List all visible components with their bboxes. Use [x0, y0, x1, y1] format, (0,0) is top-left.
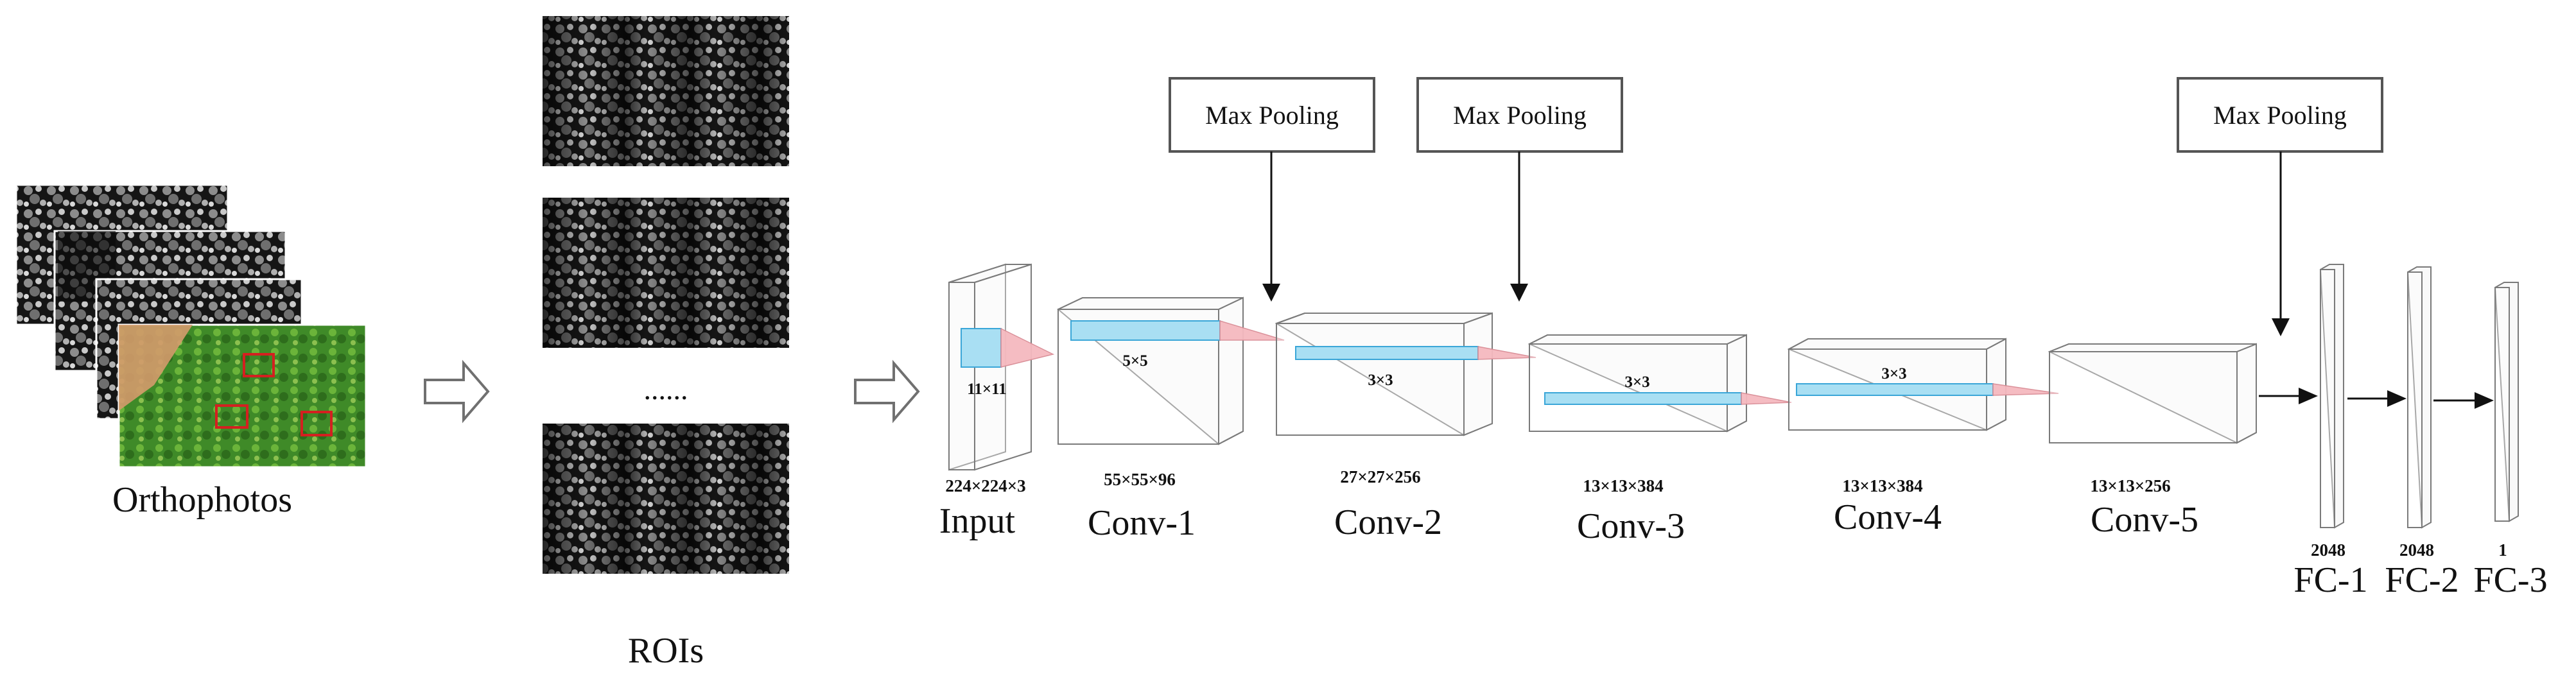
- conv1-kernel: [1070, 320, 1221, 341]
- roi-column: ...... ROIs: [543, 16, 789, 671]
- orthophoto-bare-patch: [119, 325, 193, 411]
- orthophoto-stack: Orthophotos: [15, 184, 367, 520]
- conv3-kernel-size: 3×3: [1624, 374, 1649, 391]
- conv2-cone: [1477, 346, 1536, 360]
- conv3-cone: [1741, 392, 1792, 405]
- input-volume: 11×11 224×224×3 Input: [939, 263, 1055, 541]
- fc3-label: FC-3: [2473, 560, 2547, 600]
- conv4-kernel: [1796, 383, 1994, 396]
- fc-arrows: [2259, 388, 2494, 409]
- conv1-cone: [1219, 320, 1285, 341]
- input-dims: 224×224×3: [945, 476, 1025, 495]
- input-kernel: [961, 328, 1002, 368]
- conv1-kernel-size: 5×5: [1122, 352, 1147, 370]
- roi-image-3-bands: [543, 424, 789, 574]
- conv1-dims: 55×55×96: [1104, 470, 1176, 489]
- pool-1-arrowhead: [1262, 284, 1280, 302]
- roi-box-1: [243, 353, 275, 377]
- conv2-label: Conv-2: [1334, 503, 1442, 542]
- conv4-top: [1788, 338, 2006, 350]
- conv2-volume: 3×3 27×27×256 Conv-2: [1275, 312, 1536, 542]
- conv1-label: Conv-1: [1088, 503, 1196, 543]
- flow-arrow-1: [424, 359, 490, 424]
- conv3-volume: 3×3 13×13×384 Conv-3: [1527, 334, 1792, 546]
- conv3-dims: 13×13×384: [1583, 476, 1663, 495]
- conv4-kernel-size: 3×3: [1881, 365, 1906, 382]
- fc3-front: [2494, 287, 2510, 522]
- pool-2-label: Max Pooling: [1453, 101, 1587, 130]
- fc1-layer: 2048 FC-1: [2293, 264, 2368, 600]
- max-pooling-3: Max Pooling: [2177, 77, 2383, 336]
- fc2-label: FC-2: [2385, 560, 2459, 600]
- conv3-top: [1529, 334, 1747, 345]
- conv2-kernel-size: 3×3: [1368, 372, 1393, 389]
- fc2-layer: 2048 FC-2: [2385, 266, 2459, 600]
- conv3-front: [1529, 343, 1728, 432]
- input-front-face: [948, 282, 975, 470]
- rois-label: ROIs: [628, 631, 704, 671]
- conv5-side: [2236, 343, 2257, 444]
- pool-1-label: Max Pooling: [1205, 101, 1339, 130]
- fc3-back: [2494, 282, 2519, 522]
- pool-3-arrowhead: [2272, 318, 2290, 336]
- roi-image-2-bands: [543, 198, 789, 348]
- conv4-cone: [1992, 383, 2059, 396]
- fc2-back: [2406, 266, 2432, 529]
- conv2-side: [1463, 312, 1493, 436]
- conv4-dims: 13×13×384: [1842, 476, 1922, 495]
- fc2-front: [2407, 271, 2423, 528]
- roi-box-3: [300, 411, 333, 436]
- conv5-to-fc1-head: [2299, 388, 2318, 404]
- conv1-volume: 5×5 55×55×96 Conv-1: [1057, 297, 1285, 543]
- fc1-dims: 2048: [2311, 540, 2345, 560]
- pool-3-label: Max Pooling: [2213, 101, 2347, 130]
- fc3-dims: 1: [2498, 540, 2507, 560]
- orthophotos-label: Orthophotos: [112, 480, 292, 520]
- conv1-top: [1057, 297, 1244, 310]
- conv3-label: Conv-3: [1577, 506, 1685, 546]
- input-label: Input: [939, 501, 1016, 541]
- fc2-dims: 2048: [2399, 540, 2434, 560]
- input-kernel-size: 11×11: [967, 381, 1007, 398]
- conv5-front: [2049, 351, 2238, 443]
- conv2-dims: 27×27×256: [1340, 467, 1420, 486]
- conv2-top: [1276, 313, 1493, 324]
- fc2-to-fc3-head: [2475, 392, 2494, 409]
- roi-ellipsis: ......: [644, 373, 688, 406]
- flow-arrow-2: [854, 359, 920, 424]
- conv5-dims: 13×13×256: [2090, 476, 2170, 495]
- conv5-volume: 13×13×256 Conv-5: [2048, 343, 2257, 540]
- conv3-side: [1727, 334, 1747, 433]
- pool-2-box: [1416, 77, 1623, 153]
- conv4-label: Conv-4: [1834, 497, 1942, 537]
- fc1-to-fc2-head: [2387, 390, 2406, 407]
- pool-1-box: [1169, 77, 1375, 153]
- max-pooling-1: Max Pooling: [1169, 77, 1375, 302]
- conv5-top: [2049, 343, 2257, 352]
- roi-image-1-bands: [543, 16, 789, 166]
- conv4-volume: 3×3 13×13×384 Conv-4: [1787, 338, 2059, 537]
- fc1-front: [2320, 269, 2335, 528]
- max-pooling-2: Max Pooling: [1416, 77, 1623, 302]
- conv1-side: [1218, 297, 1244, 445]
- fc1-back: [2319, 264, 2344, 529]
- input-cone: [1000, 327, 1055, 368]
- conv3-kernel: [1544, 392, 1742, 405]
- fc1-label: FC-1: [2293, 560, 2367, 600]
- conv5-label: Conv-5: [2091, 500, 2198, 540]
- roi-box-2: [215, 404, 248, 429]
- pool-2-arrowhead: [1510, 284, 1528, 302]
- pool-3-box: [2177, 77, 2383, 153]
- conv2-front: [1276, 323, 1465, 436]
- fc3-layer: 1 FC-3: [2473, 282, 2548, 600]
- conv2-kernel: [1295, 346, 1479, 360]
